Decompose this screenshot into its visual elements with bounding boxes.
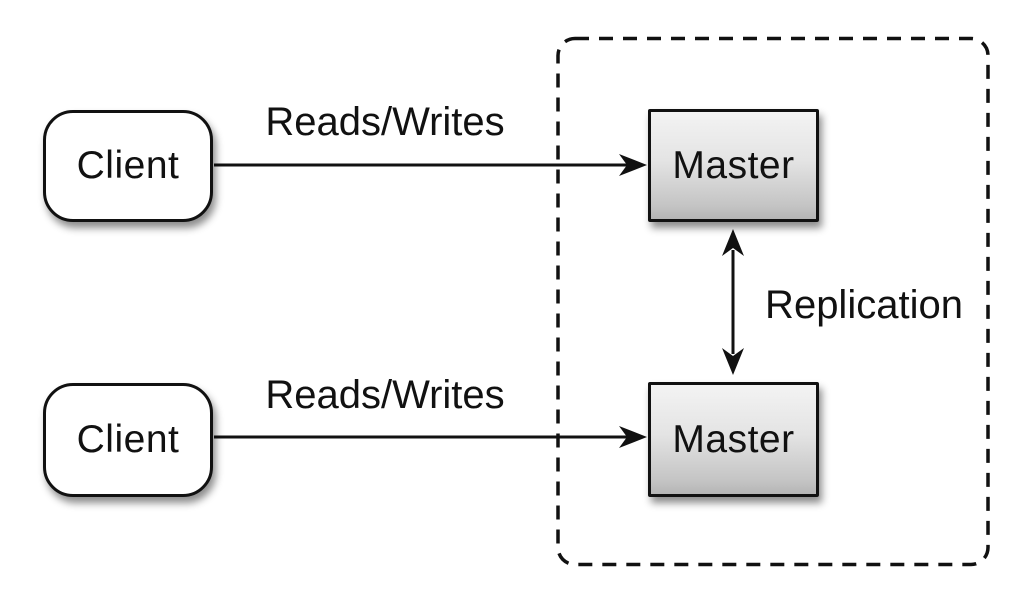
- master-node-label: Master: [672, 417, 795, 461]
- client-node-top: Client: [43, 110, 213, 222]
- master-node-label: Master: [672, 143, 795, 187]
- client-node-label: Client: [76, 418, 180, 461]
- master-node-bottom: Master: [648, 382, 819, 497]
- arrowhead-up-icon: [722, 229, 744, 256]
- arrow-reads-writes-bottom: [214, 426, 647, 448]
- arrow-reads-writes-top: [214, 154, 647, 176]
- arrowhead-right-icon: [619, 154, 647, 176]
- client-node-bottom: Client: [43, 383, 213, 497]
- arrowhead-down-icon: [722, 348, 744, 375]
- arrowhead-right-icon: [619, 426, 647, 448]
- master-node-top: Master: [648, 109, 819, 222]
- edge-label-reads-writes-bottom: Reads/Writes: [265, 373, 505, 417]
- edge-label-reads-writes-top: Reads/Writes: [265, 100, 505, 144]
- edge-label-replication: Replication: [765, 283, 963, 327]
- client-node-label: Client: [76, 144, 180, 187]
- arrow-replication: [722, 229, 744, 375]
